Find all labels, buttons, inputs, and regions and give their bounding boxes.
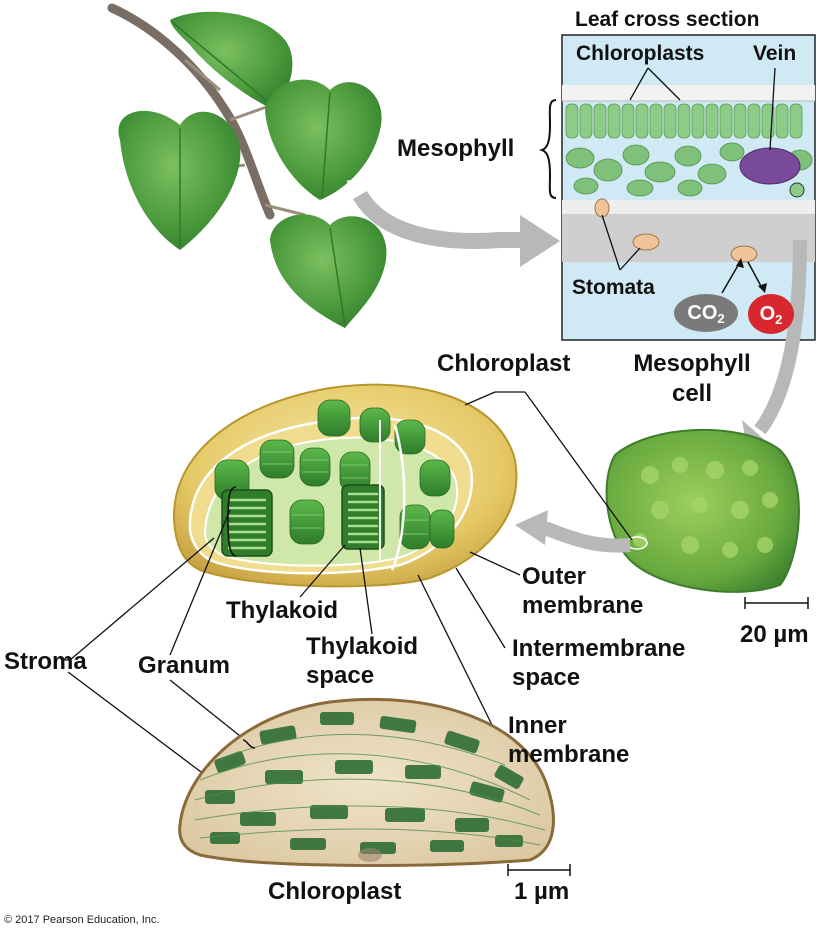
label-chloroplast-bottom: Chloroplast xyxy=(268,878,402,905)
label-thylakoid-space-line1: Thylakoid xyxy=(306,633,419,660)
label-mesophyll-cell-line1: Mesophyll xyxy=(633,350,751,377)
arrow-cell-to-chloroplast-icon xyxy=(515,510,631,553)
chloroplast-micrograph xyxy=(178,697,555,867)
label-chloroplast-top: Chloroplast xyxy=(437,350,571,377)
label-thylakoid: Thylakoid xyxy=(226,597,339,624)
mesophyll-cell-illustration xyxy=(605,428,800,593)
label-chloroplasts: Chloroplasts xyxy=(576,42,705,65)
o2-subscript: 2 xyxy=(775,311,783,327)
leaf-cross-section-panel xyxy=(538,34,816,341)
scale-bar-1um xyxy=(507,864,571,876)
label-stroma: Stroma xyxy=(4,648,87,675)
copyright-text: © 2017 Pearson Education, Inc. xyxy=(4,914,160,926)
label-inner-membrane-line1: Inner xyxy=(508,712,567,739)
label-inner-membrane-line2: membrane xyxy=(508,741,630,768)
label-vein: Vein xyxy=(753,42,797,65)
o2-base: O xyxy=(759,302,776,325)
label-outer-membrane-line1: Outer xyxy=(522,563,587,590)
scale-bar-20um xyxy=(744,597,809,609)
label-thylakoid-space-line2: space xyxy=(306,662,375,689)
leaf-branch-illustration xyxy=(107,3,387,328)
label-intermembrane-space-line1: Intermembrane xyxy=(512,635,686,662)
label-intermembrane-space-line2: space xyxy=(512,664,581,691)
label-scale-20um: 20 µm xyxy=(740,621,809,648)
label-stomata: Stomata xyxy=(572,276,655,299)
label-leaf-cross-section: Leaf cross section xyxy=(575,8,760,31)
label-scale-1um: 1 µm xyxy=(514,878,570,905)
label-mesophyll-cell-line2: cell xyxy=(671,380,713,407)
co2-subscript: 2 xyxy=(717,310,725,326)
chloroplast-leader-lines xyxy=(65,391,633,791)
label-granum: Granum xyxy=(138,652,231,679)
chloroplast-cutaway-illustration xyxy=(173,383,518,588)
label-mesophyll: Mesophyll xyxy=(397,135,515,162)
arrow-leaf-to-section-icon xyxy=(353,190,560,267)
co2-base: CO xyxy=(687,301,718,324)
label-outer-membrane-line2: membrane xyxy=(522,592,644,619)
